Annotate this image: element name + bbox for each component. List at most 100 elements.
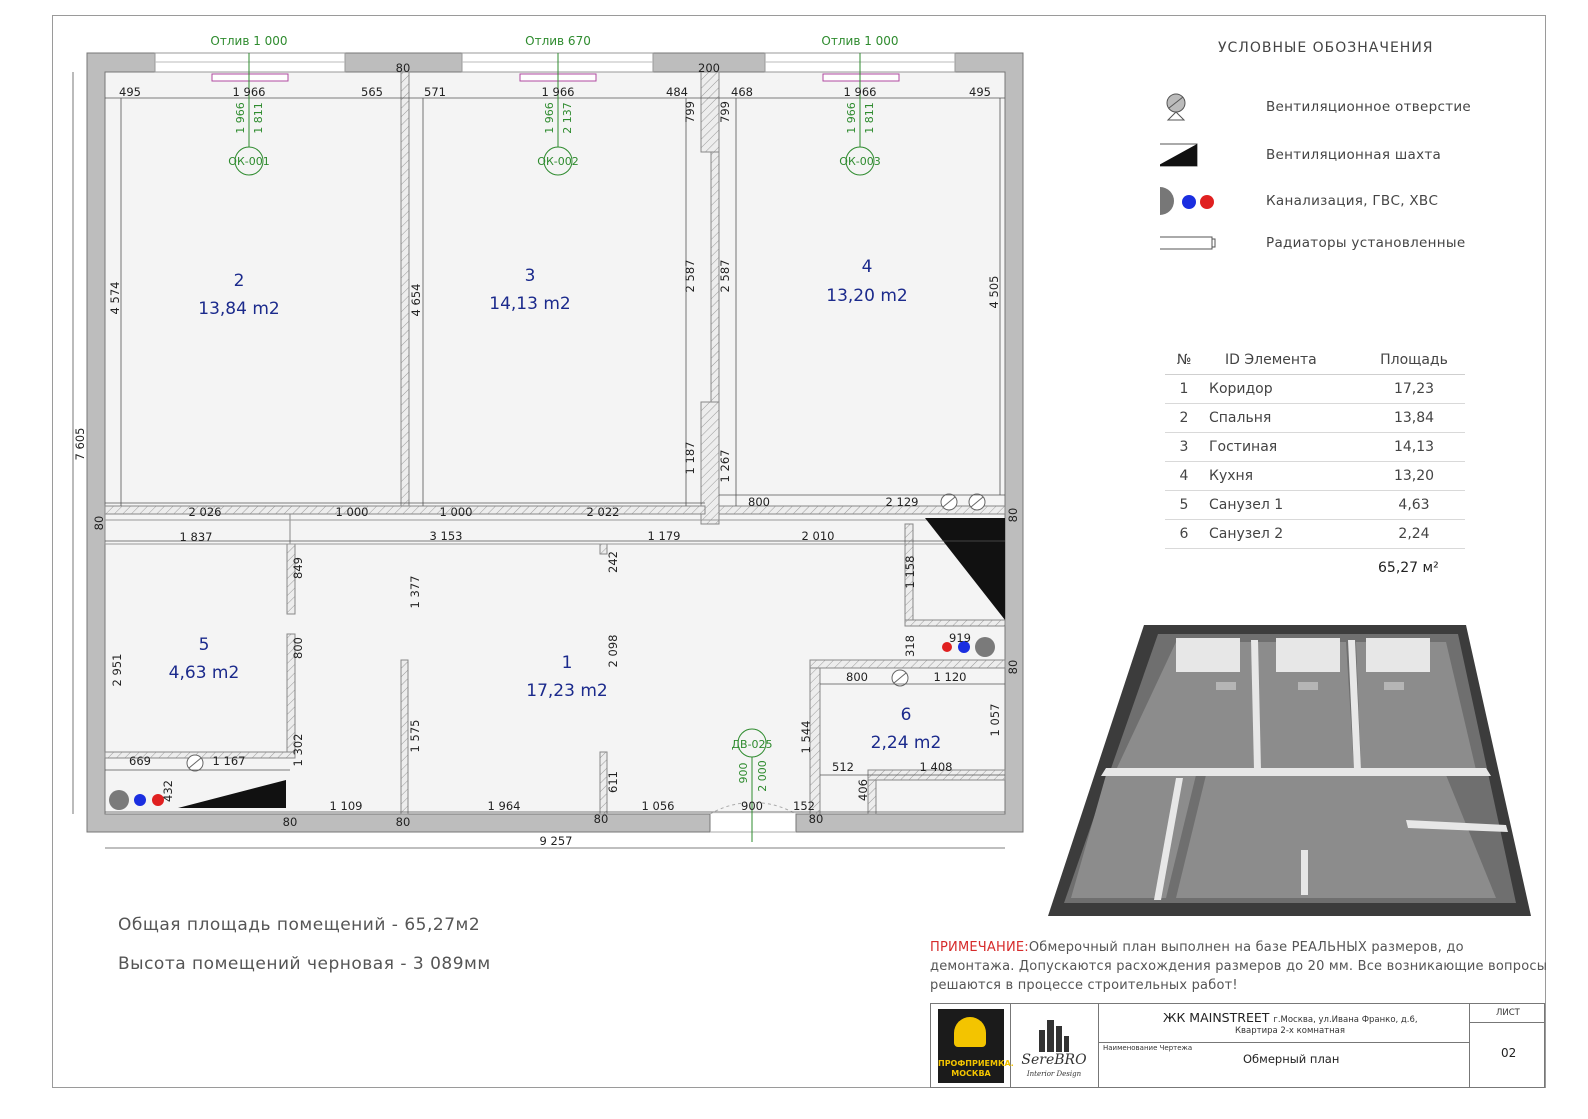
dim: 1 964 [488,799,521,813]
dim: 2 026 [189,505,222,519]
note: ПРИМЕЧАНИЕ:Обмерочный план выполнен на б… [930,938,1550,995]
floor-area [105,72,1005,814]
window-labels: Отлив 1 000 Отлив 670 Отлив 1 000 ОК-001… [210,34,898,792]
dim: 1 837 [180,530,213,544]
logo2-sub: Interior Design [1026,1070,1082,1078]
dim: 4 654 [409,284,423,317]
dim: 571 [424,85,446,99]
room-labels: 2 13,84 m2 3 14,13 m2 4 13,20 m2 5 4,63 … [169,257,942,753]
window-2-dim-h: 2 137 [561,102,574,134]
dim: 1 302 [291,734,305,767]
room-4-number: 4 [862,257,873,277]
radiator-icon [1160,236,1216,250]
dim: 4 574 [108,282,122,315]
dim: 80 [283,815,298,829]
dim: 1 408 [920,760,953,774]
legend-title: УСЛОВНЫЕ ОБОЗНАЧЕНИЯ [1218,40,1434,56]
room-2-area: 13,84 m2 [198,299,279,319]
logo1-text: ПРОФПРИЕМКА. МОСКВА [938,1059,1014,1078]
note-text: Обмерочный план выполнен на базе РЕАЛЬНЫ… [930,940,1548,993]
entrance-door [709,801,797,833]
buildings-icon [1039,1020,1069,1052]
legend-row-vent-shaft: Вентиляционная шахта [1160,140,1441,170]
legend-label: Канализация, ГВС, ХВС [1266,193,1439,209]
drawing-name: Обмерный план [1243,1052,1340,1066]
dim: 1 179 [648,529,681,543]
dim: 2 587 [683,260,697,293]
room-6-number: 6 [901,705,912,725]
col-number: № [1165,346,1203,375]
dim: 2 022 [587,505,620,519]
cell-number: 6 [1165,519,1203,549]
ventilation-hole-icons [186,493,986,772]
legend-label: Вентиляционная шахта [1266,147,1442,163]
dim: 1 167 [213,754,246,768]
dim-total-width: 9 257 [540,834,573,848]
dim: 2 098 [606,635,620,668]
legend-row-radiator: Радиаторы установленные [1160,228,1465,258]
interior-walls [104,71,1006,815]
serebro-logo: SereBRO Interior Design [1019,1012,1089,1084]
dim: 242 [606,551,620,573]
window-3-tag: ОК-003 [839,155,880,168]
window-2-label: Отлив 670 [525,34,591,48]
cell-number: 5 [1165,490,1203,520]
dim: 406 [856,779,870,801]
window-3-dim-w: 1 966 [845,102,858,134]
sheet-number: 02 [1501,1046,1517,1060]
room-3-number: 3 [525,266,536,286]
project-title: ЖК MAINSTREET [1163,1010,1270,1025]
dim: 80 [1006,660,1020,675]
dim: 669 [129,754,151,768]
window-3-label: Отлив 1 000 [821,34,898,48]
dim: 512 [832,760,854,774]
room-1-number: 1 [562,653,573,673]
sheet-label: ЛИСТ [1496,1008,1520,1018]
cell-name: Спальня [1203,403,1363,433]
project-name: ЖК MAINSTREET г.Москва, ул.Ивана Франко,… [1163,1010,1418,1025]
dim: 495 [119,85,141,99]
col-id: ID Элемента [1203,346,1363,375]
title-block-logo2-cell: SereBRO Interior Design [1011,1004,1099,1087]
cell-name: Санузел 2 [1203,519,1363,549]
room-4-area: 13,20 m2 [826,286,907,306]
dim: 800 [291,637,305,659]
dim: 2 587 [718,260,732,293]
sewer-hot-cold-water-icon [1160,187,1214,215]
legend-row-vent-hole: Вентиляционное отверстие [1160,92,1471,122]
dimension-labels: 495 1 966 565 571 1 966 484 468 1 966 49… [73,61,1020,848]
window-1-label: Отлив 1 000 [210,34,287,48]
dim: 1 000 [440,505,473,519]
dim: 1 966 [542,85,575,99]
dim: 919 [949,631,971,645]
cell-area: 2,24 [1363,519,1465,549]
window-2-dim-w: 1 966 [543,102,556,134]
dim: 80 [396,61,411,75]
window-1-dim-h: 1 811 [252,102,265,134]
dim: 4 505 [987,276,1001,309]
cell-area: 13,84 [1363,403,1465,433]
dim: 318 [903,635,917,657]
dim: 152 [793,799,815,813]
sheet-frame [52,15,1546,1088]
window-3-dim-h: 1 811 [863,102,876,134]
legend-row-pipes: Канализация, ГВС, ХВС [1160,186,1438,216]
total-area-text: Общая площадь помещений - 65,27м2 [118,915,481,935]
dim: 468 [731,85,753,99]
cell-number: 3 [1165,432,1203,462]
ventilation-hole-icon [1166,93,1186,121]
title-block-logo1-cell: ПРОФПРИЕМКА. МОСКВА [931,1004,1014,1087]
cell-number: 4 [1165,461,1203,491]
door-dim-h: 2 000 [756,760,769,792]
dim: 1 966 [844,85,877,99]
room-5-number: 5 [199,635,210,655]
cell-name: Санузел 1 [1203,490,1363,520]
ventilation-shaft-icon [1160,143,1198,167]
dim: 2 010 [802,529,835,543]
apartment-type: Квартира 2-х комнатная [1235,1026,1345,1036]
room-5-area: 4,63 m2 [169,663,240,683]
